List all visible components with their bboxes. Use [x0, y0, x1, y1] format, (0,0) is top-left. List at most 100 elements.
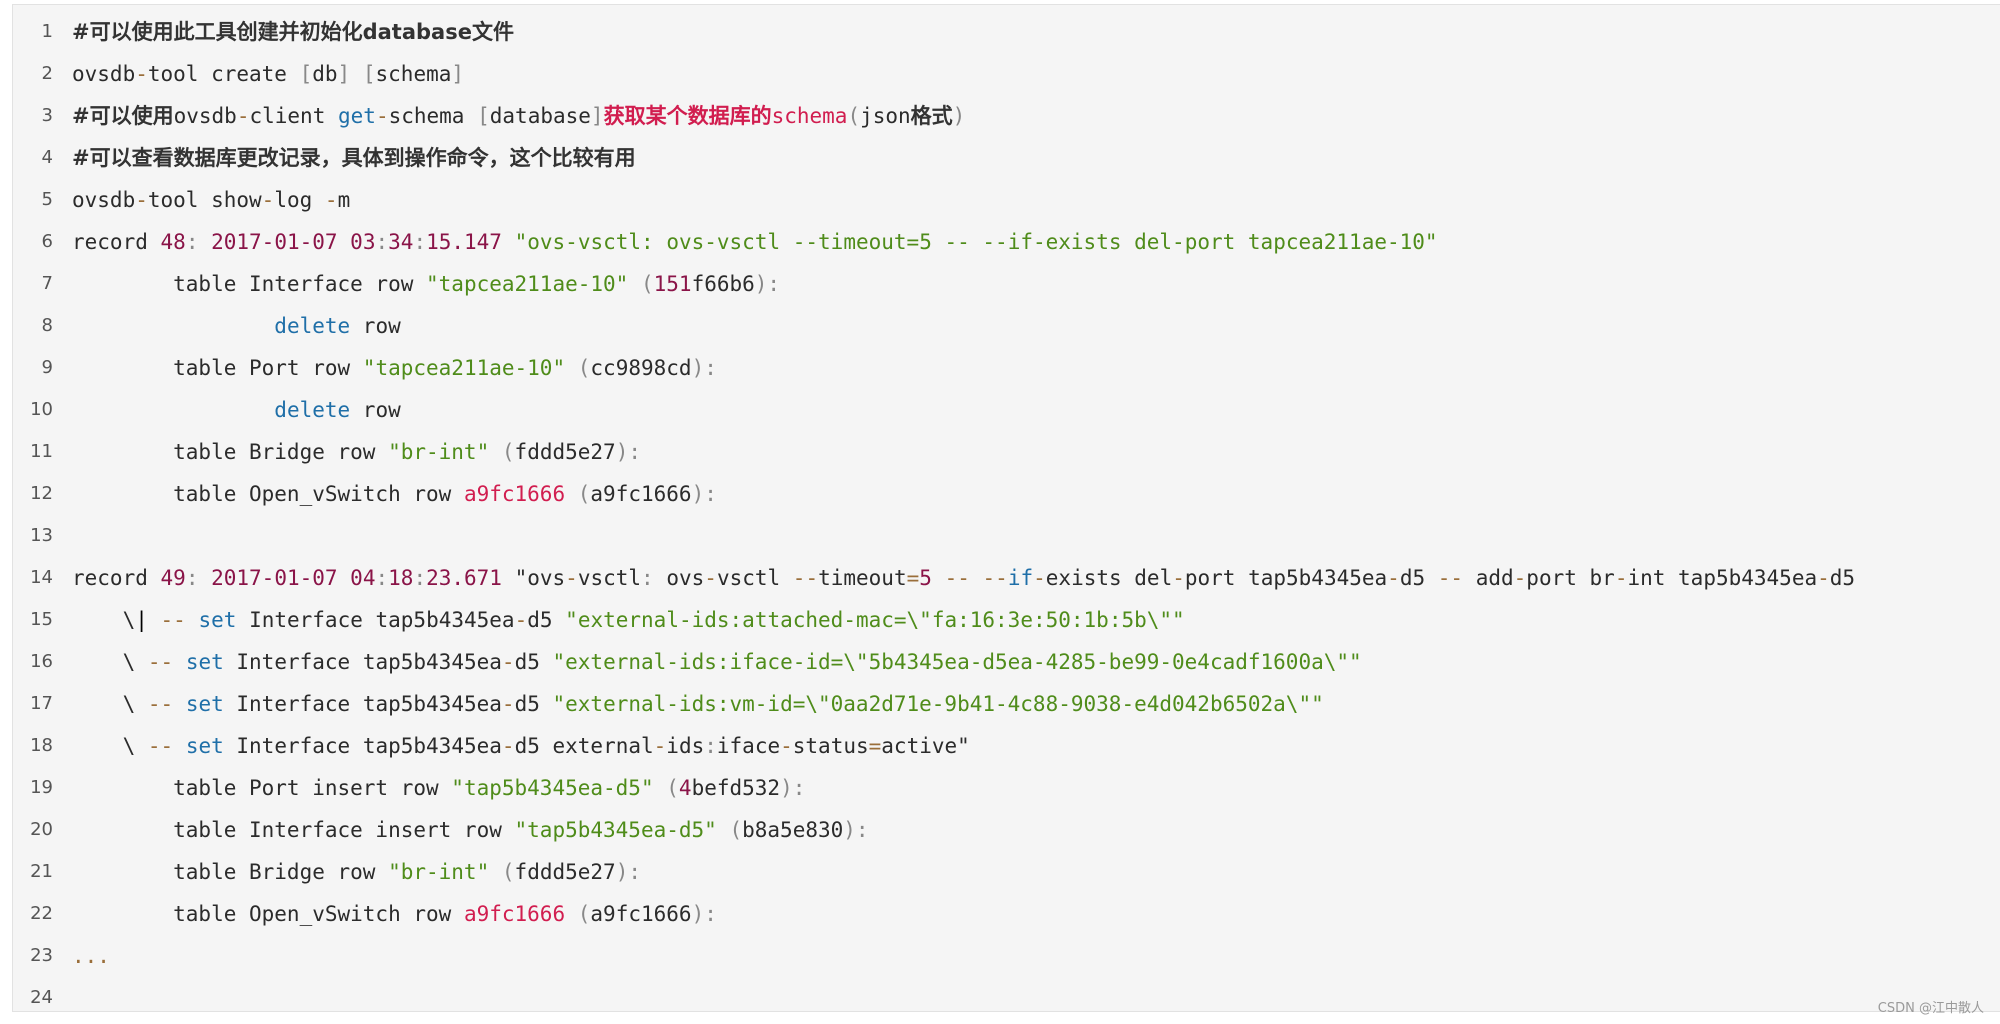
code-line: 16 \ -- set Interface tap5b4345ea-d5 "ex…: [13, 641, 1993, 683]
code-token: --: [147, 650, 174, 674]
code-token: -: [704, 566, 717, 590]
code-token: -: [1033, 566, 1046, 590]
code-token: :: [413, 566, 427, 590]
code-line: 10 delete row: [13, 389, 1993, 431]
code-token: -: [324, 188, 338, 212]
code-token: --: [147, 692, 174, 716]
code-line: 15 \| -- set Interface tap5b4345ea-d5 "e…: [13, 599, 1993, 641]
code-token: [186, 608, 199, 632]
code-line: 23...: [13, 935, 1993, 977]
code-token: ovsdb: [173, 104, 237, 128]
code-token: delete: [274, 398, 351, 422]
code-token: :: [704, 734, 717, 758]
code-line: 13: [13, 515, 1993, 557]
code-token: "tapcea211ae-10": [426, 272, 629, 296]
code-token: ):: [691, 902, 717, 926]
code-token: [565, 902, 578, 926]
code-token: \: [72, 608, 136, 632]
code-token: d5: [527, 608, 566, 632]
line-number: 16: [30, 651, 53, 672]
line-number: 5: [41, 189, 53, 210]
code-token: if: [1007, 566, 1034, 590]
code-token: ovs: [653, 566, 705, 590]
code-token: (: [577, 356, 591, 380]
code-token: --: [1437, 566, 1464, 590]
code-token: [350, 62, 363, 86]
code-token: row: [350, 314, 401, 338]
code-token: Interface tap5b4345ea: [223, 650, 502, 674]
code-token: :: [375, 566, 389, 590]
watermark: CSDN @江中散人: [1877, 1001, 1984, 1016]
code-token: 23.671: [426, 566, 502, 590]
code-token: [: [299, 62, 313, 86]
code-token: d5 external: [514, 734, 654, 758]
code-token: ):: [780, 776, 806, 800]
code-token: [173, 734, 186, 758]
code-token: (: [847, 104, 861, 128]
code-token: ):: [754, 272, 781, 296]
code-token: -: [501, 692, 515, 716]
code-token: ):: [615, 440, 641, 464]
code-token: Interface tap5b4345ea: [236, 608, 515, 632]
code-token: -: [501, 650, 515, 674]
code-line: 9 table Port row "tapcea211ae-10" (cc989…: [13, 347, 1993, 389]
code-token: table Bridge row: [72, 440, 389, 464]
code-text: table Port insert row "tap5b4345ea-d5" (…: [72, 767, 805, 809]
code-token: 格式: [910, 104, 953, 128]
code-token: b8a5e830: [742, 818, 844, 842]
code-line: 18 \ -- set Interface tap5b4345ea-d5 ext…: [13, 725, 1993, 767]
code-token: set: [185, 650, 224, 674]
code-token: (: [577, 902, 591, 926]
code-token: d5: [1829, 566, 1856, 590]
code-token: #可以使用此工具创建并初始化database文件: [72, 20, 514, 44]
code-token: a9fc1666: [590, 482, 692, 506]
code-token: d5: [514, 692, 553, 716]
code-token: :: [641, 566, 654, 590]
line-number: 2: [41, 63, 53, 84]
code-token: cc9898cd: [590, 356, 692, 380]
code-token: ]: [451, 62, 465, 86]
code-token: 获取某个数据库的: [603, 104, 772, 128]
code-token: record: [72, 566, 161, 590]
code-token: fddd5e27: [514, 860, 616, 884]
code-token: [: [362, 62, 376, 86]
code-token: [565, 356, 578, 380]
code-line: 7 table Interface row "tapcea211ae-10" (…: [13, 263, 1993, 305]
code-token: a9fc1666: [463, 482, 566, 506]
code-line: 3#可以使用ovsdb-client get-schema [database]…: [13, 95, 1993, 137]
code-line: 19 table Port insert row "tap5b4345ea-d5…: [13, 767, 1993, 809]
code-token: iface: [716, 734, 781, 758]
code-token: Interface tap5b4345ea: [223, 692, 502, 716]
code-token: "external-ids:attached-mac=\"fa:16:3e:50…: [565, 608, 1185, 632]
code-token: -: [1172, 566, 1185, 590]
code-text: #可以使用此工具创建并初始化database文件: [72, 11, 514, 53]
code-token: [148, 608, 161, 632]
code-token: -: [1513, 566, 1527, 590]
code-token: [970, 566, 983, 590]
code-token: -: [501, 734, 515, 758]
code-token: ovsdb: [72, 188, 136, 212]
code-token: tool create: [147, 62, 300, 86]
code-token: timeout: [818, 566, 907, 590]
code-text: table Interface row "tapcea211ae-10" (15…: [72, 263, 780, 305]
code-token: ...: [72, 944, 110, 968]
line-number: 18: [30, 735, 53, 756]
line-number: 15: [30, 609, 53, 630]
code-token: a9fc1666: [590, 902, 692, 926]
code-token: [173, 650, 186, 674]
code-token: --: [982, 566, 1008, 590]
code-token: schema: [375, 62, 452, 86]
line-number: 24: [30, 987, 53, 1008]
code-token: 2017-01-07 03: [211, 230, 376, 254]
code-token: -: [1387, 566, 1400, 590]
code-token: schema: [771, 104, 848, 128]
code-token: d5: [514, 650, 553, 674]
code-token: [502, 230, 515, 254]
line-number: 19: [30, 777, 53, 798]
code-token: [489, 440, 502, 464]
code-token: port br: [1526, 566, 1615, 590]
code-token: add: [1463, 566, 1514, 590]
